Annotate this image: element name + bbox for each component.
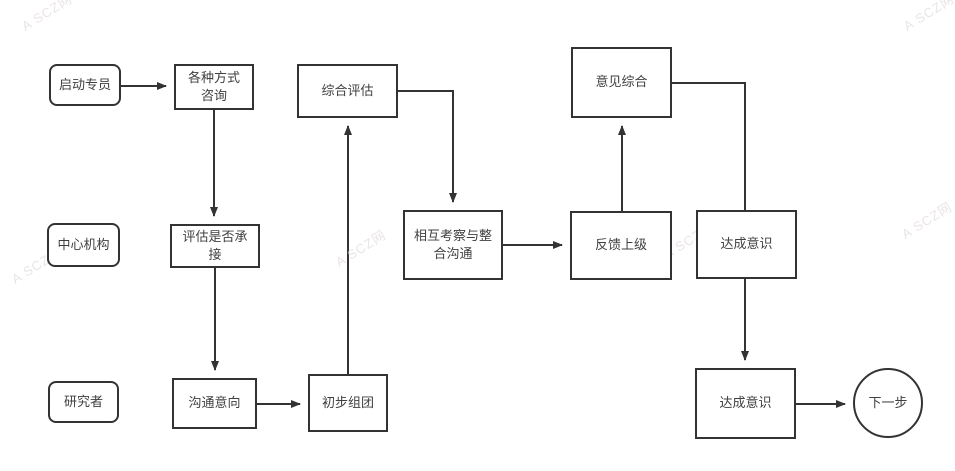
node-opinion: 意见综合 (571, 47, 672, 118)
node-consensus-mid: 达成意识 (696, 210, 797, 279)
edge-evaluate-to-inspect (398, 90, 457, 203)
lane-label-center: 中心机构 (47, 223, 120, 267)
node-next-step: 下一步 (853, 368, 923, 438)
node-group: 初步组团 (308, 374, 388, 432)
node-consensus-bottom: 达成意识 (695, 368, 796, 439)
lane-label-starter: 启动专员 (49, 64, 121, 106)
node-feedback: 反馈上级 (570, 211, 672, 280)
node-inspect: 相互考察与整合沟通 (403, 210, 503, 280)
node-consult: 各种方式咨询 (174, 64, 254, 110)
node-intent: 沟通意向 (172, 378, 257, 429)
node-assess: 评估是否承接 (170, 224, 260, 268)
edge-opinion-to-consensus1 (672, 82, 746, 210)
node-evaluate: 综合评估 (297, 64, 398, 118)
lane-label-researcher: 研究者 (48, 381, 119, 423)
